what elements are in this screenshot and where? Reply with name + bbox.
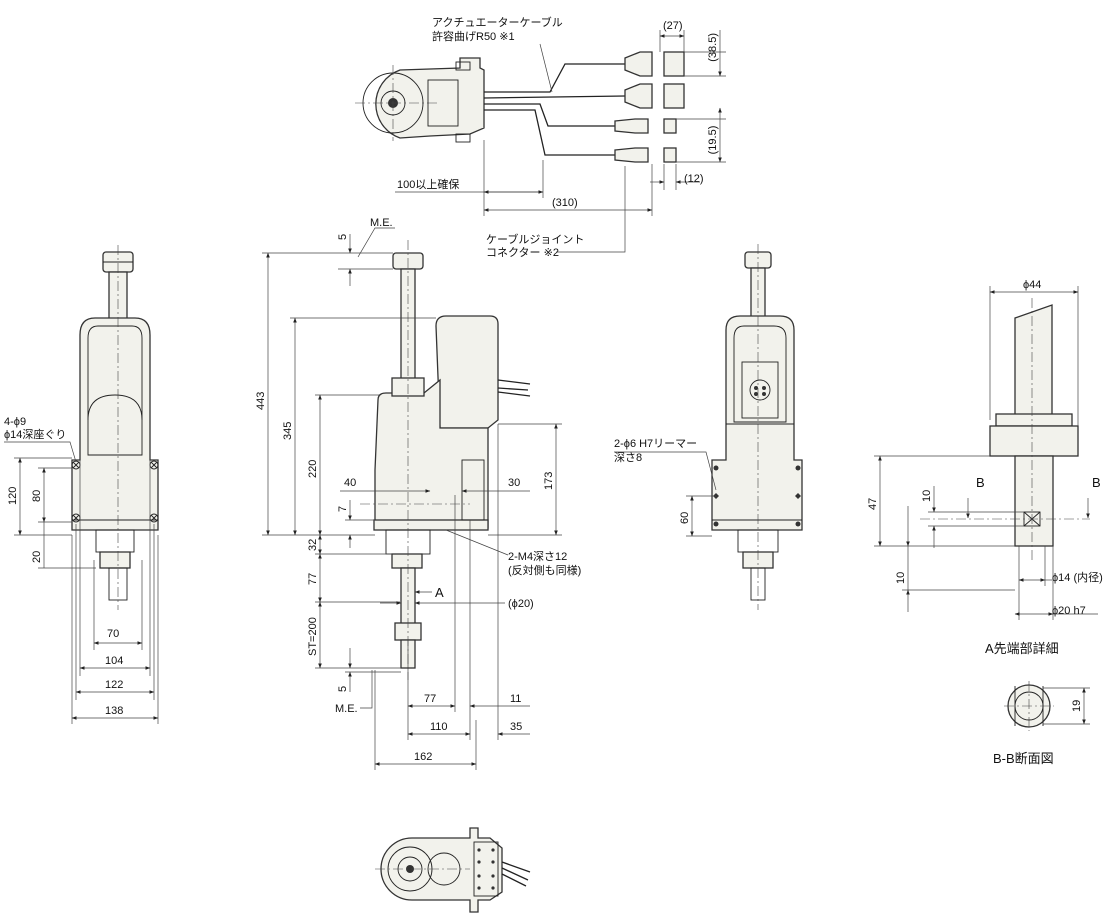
detail-a-view: ϕ44 47 10 10 B B ϕ14 (内径) ϕ20 h7 A先端部詳細: [867, 279, 1103, 656]
dim-10-a: 10: [921, 490, 933, 502]
section-bb-view: 19 B-B断面図: [993, 681, 1090, 766]
dim-phi44: ϕ44: [1023, 279, 1041, 291]
dim-345: 345: [282, 422, 294, 440]
dim-7: 7: [337, 506, 349, 512]
label-a: A: [435, 585, 444, 600]
cable-label-1: アクチュエーターケーブル: [432, 15, 563, 29]
hole-label-1: 4-ϕ9: [4, 416, 26, 428]
joint-label-1: ケーブルジョイント: [486, 232, 584, 246]
dim-173: 173: [543, 472, 555, 490]
dim-443: 443: [255, 392, 267, 410]
dim-310: (310): [552, 197, 578, 209]
dim-122: 122: [105, 679, 123, 691]
dim-phi14: ϕ14 (内径): [1052, 570, 1103, 584]
label-b-right: B: [1092, 475, 1101, 490]
tap-label-1: 2-M4深さ12: [508, 550, 567, 563]
dim-138: 138: [105, 705, 123, 717]
dim-100: 100以上確保: [397, 177, 459, 191]
hole-label-2: ϕ14深座ぐり: [4, 427, 66, 441]
right-view: 2-ϕ6 H7リーマー 深さ8 60: [614, 244, 803, 610]
me-top-label: M.E.: [370, 217, 393, 229]
dim-phi20h7: ϕ20 h7: [1052, 605, 1086, 617]
caption-detail-a: A先端部詳細: [985, 641, 1059, 656]
front-view: 5 M.E. 443 345 220 173 40 30 7 32 77 ST=…: [255, 217, 581, 770]
dim-38-5: (38.5): [707, 33, 719, 62]
tap-label-2: (反対側も同様): [508, 563, 581, 577]
dim-77-v: 77: [307, 573, 319, 585]
caption-section-bb: B-B断面図: [993, 751, 1054, 766]
dim-110: 110: [430, 721, 448, 733]
dim-47: 47: [867, 498, 879, 510]
label-b-left: B: [976, 475, 985, 490]
dim-70: 70: [107, 628, 119, 640]
dim-st: ST=200: [307, 617, 319, 656]
joint-label-2: コネクター ※2: [486, 246, 559, 259]
dim-20: 20: [31, 551, 43, 563]
dim-32: 32: [307, 539, 319, 551]
dim-10-b: 10: [895, 572, 907, 584]
dim-27: (27): [663, 20, 683, 32]
dim-5-bottom: 5: [337, 686, 349, 692]
dim-104: 104: [105, 655, 123, 667]
dim-77-h: 77: [424, 693, 436, 705]
dim-11: 11: [510, 693, 521, 705]
dim-30: 30: [508, 477, 520, 489]
dim-12: (12): [684, 173, 704, 185]
dim-5-top: 5: [337, 234, 349, 240]
dim-40: 40: [344, 477, 356, 489]
dim-162: 162: [414, 751, 432, 763]
dim-phi20: (ϕ20): [508, 598, 534, 610]
dim-220: 220: [307, 460, 319, 478]
ream-label-1: 2-ϕ6 H7リーマー: [614, 438, 697, 450]
cable-label-2: 許容曲げR50 ※1: [432, 29, 515, 43]
dim-60: 60: [679, 512, 691, 524]
dim-35: 35: [510, 721, 522, 733]
left-view: 4-ϕ9 ϕ14深座ぐり 120 80 20 70 104 122 138: [4, 245, 159, 724]
dim-120: 120: [7, 487, 19, 505]
bottom-view: [375, 827, 531, 913]
dim-80: 80: [31, 490, 43, 502]
dim-19: 19: [1071, 700, 1083, 712]
ream-label-2: 深さ8: [614, 451, 642, 464]
me-bottom-label: M.E.: [335, 703, 358, 715]
top-view: (27) (38.5) (19.5) (12) 100以上確保 (310) アク…: [355, 15, 726, 259]
dim-19-5: (19.5): [707, 126, 719, 155]
